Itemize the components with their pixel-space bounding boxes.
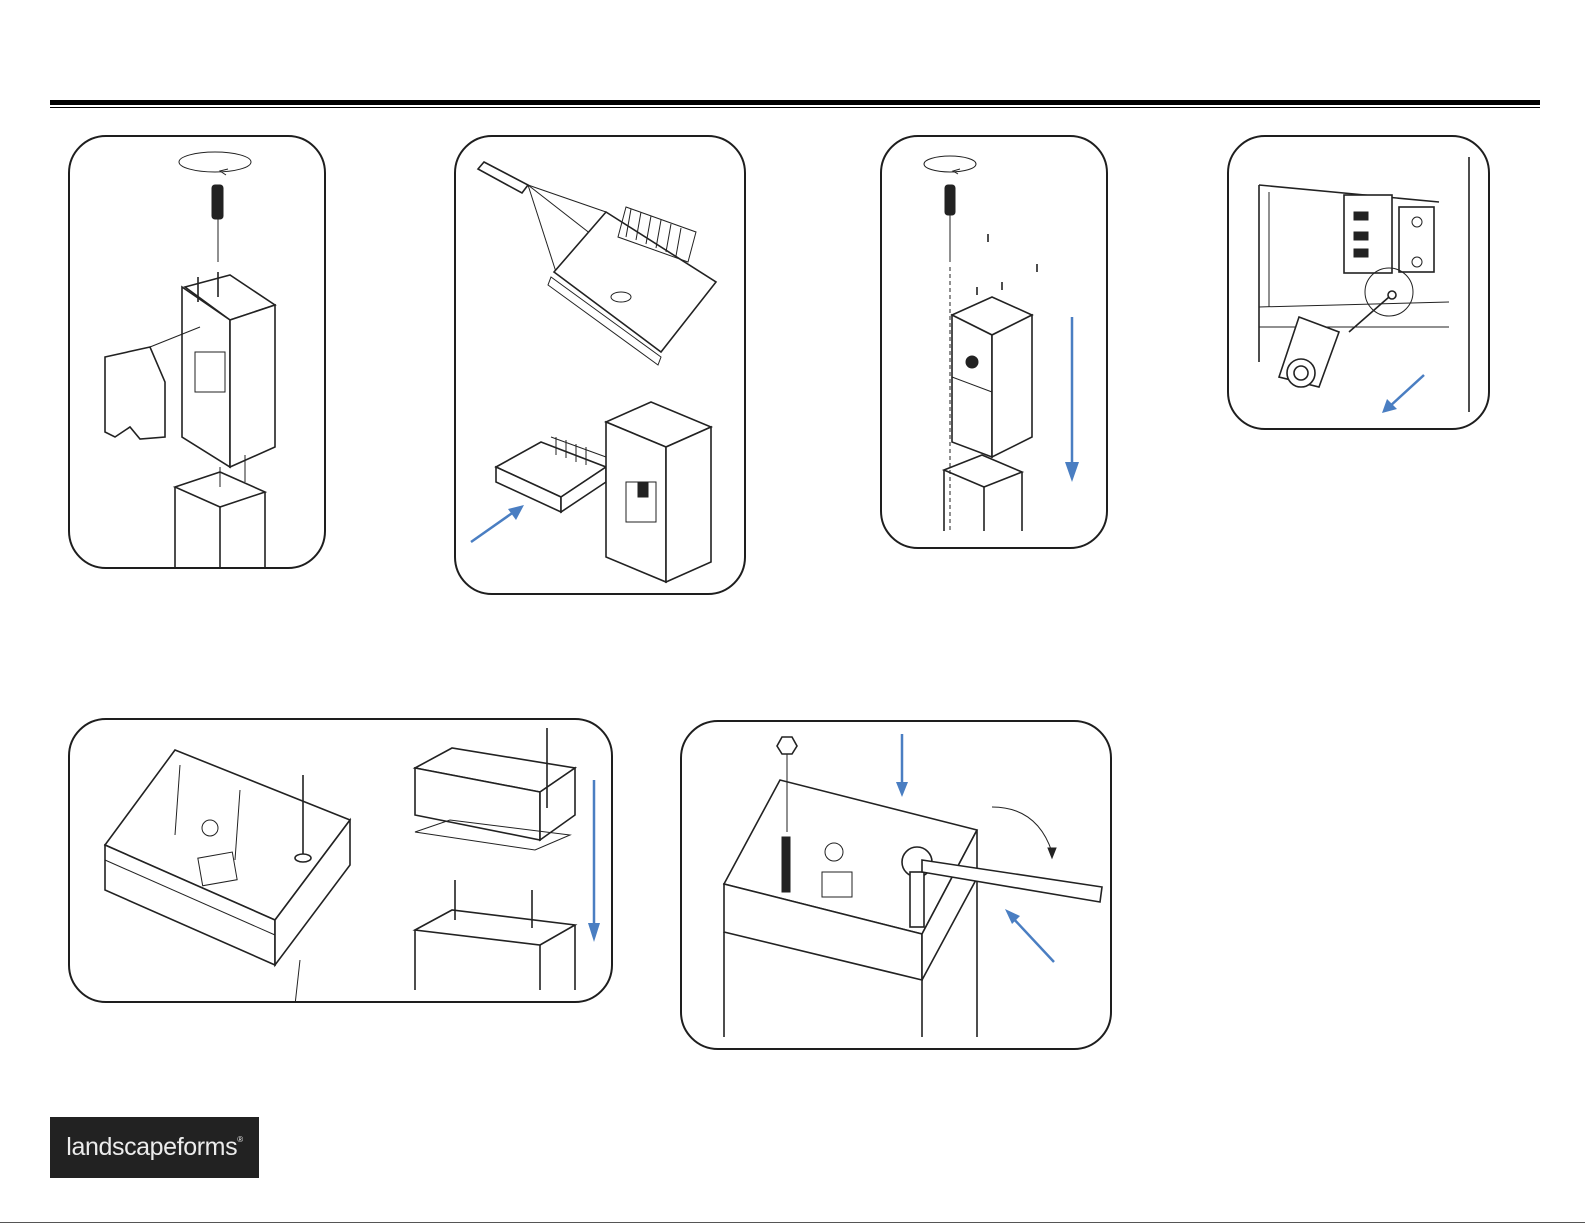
figure-4-illustration — [1229, 137, 1490, 430]
figure-panel-4 — [1227, 135, 1490, 430]
header-rule-thick — [50, 100, 1540, 105]
landscapeforms-logo: landscapeforms® — [50, 1117, 259, 1178]
figure-1-illustration — [70, 137, 326, 569]
figure-5-illustration — [70, 720, 613, 1003]
footer-rule — [0, 1222, 1585, 1223]
figure-3-illustration — [882, 137, 1108, 549]
figure-6-illustration — [682, 722, 1112, 1050]
header-rule-thin — [50, 107, 1540, 108]
figure-panel-1 — [68, 135, 326, 569]
figure-panel-5 — [68, 718, 613, 1003]
figure-panel-6 — [680, 720, 1112, 1050]
figure-panel-3 — [880, 135, 1108, 549]
figure-panel-2 — [454, 135, 746, 595]
logo-wordmark: landscapeforms® — [66, 1133, 242, 1162]
figure-2-illustration — [456, 137, 746, 595]
